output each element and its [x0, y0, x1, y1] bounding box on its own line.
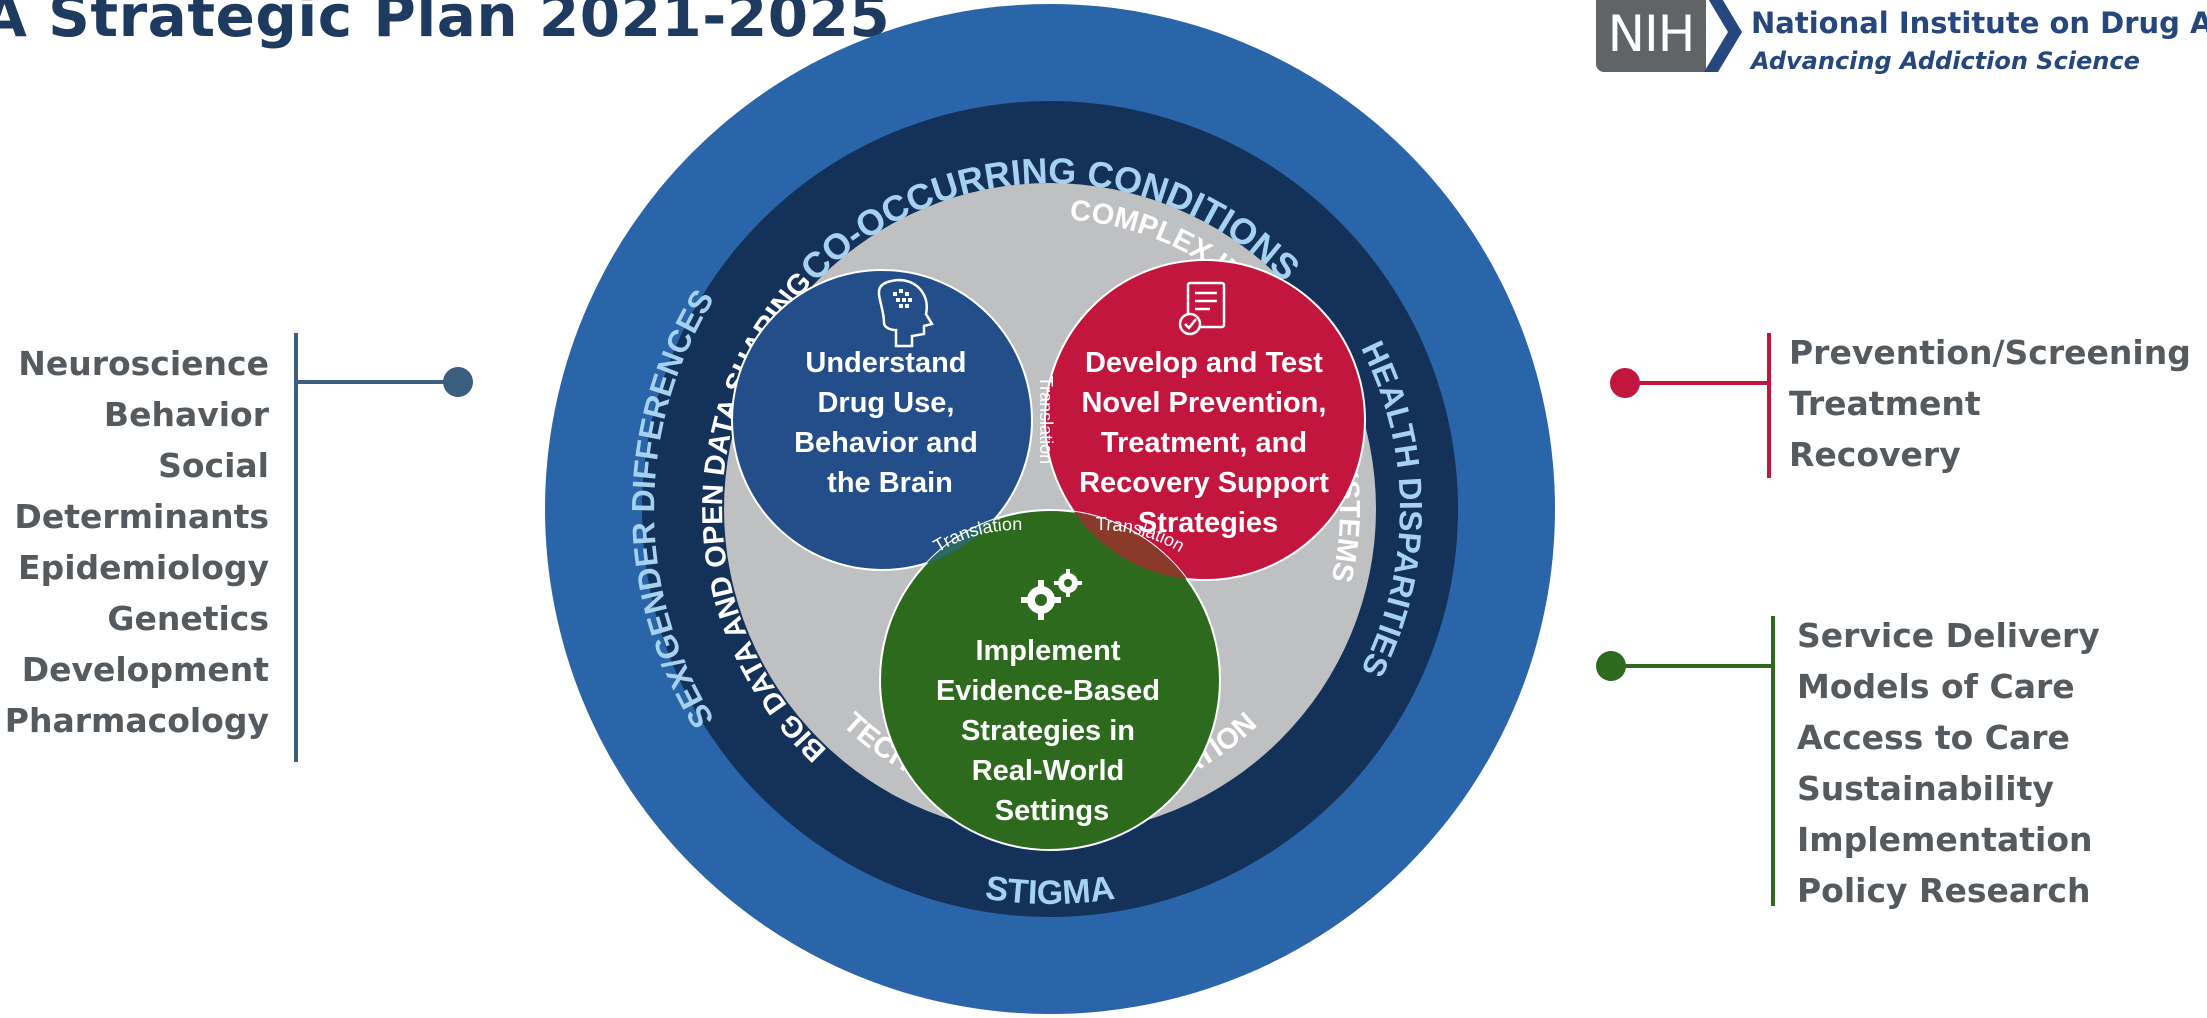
- list-item: Determinants: [14, 497, 269, 536]
- gears-icon: [1021, 569, 1082, 620]
- develop-circle-label: Develop and Test Novel Prevention, Treat…: [1079, 347, 1337, 539]
- understand-circle: [731, 269, 1033, 571]
- nida-logo: NIH National Institute on Drug Abuse Adv…: [1596, 0, 2207, 80]
- list-item: Behavior: [103, 395, 269, 434]
- list-item: Prevention/Screening: [1789, 333, 2191, 372]
- clipboard-check-icon: [1178, 281, 1226, 336]
- right-top-list: Prevention/Screening Treatment Recovery: [1789, 327, 2191, 480]
- left-list: Neuroscience Behavior Social Determinant…: [5, 338, 269, 746]
- right-top-connector: [1610, 333, 1771, 478]
- develop-circle: [1044, 259, 1366, 581]
- list-item: Treatment: [1789, 384, 1981, 423]
- logo-tagline: Advancing Addiction Science: [1751, 47, 2140, 75]
- list-item: Social: [158, 446, 269, 485]
- list-item: Access to Care: [1797, 718, 2070, 757]
- right-bottom-connector: [1596, 616, 1775, 906]
- left-connector: [294, 333, 473, 762]
- list-item: Genetics: [107, 599, 269, 638]
- page-title: A Strategic Plan 2021-2025: [0, 0, 891, 50]
- list-item: Policy Research: [1797, 871, 2091, 910]
- right-bottom-list: Service Delivery Models of Care Access t…: [1797, 610, 2100, 916]
- list-item: Pharmacology: [4, 701, 269, 740]
- list-item: Epidemiology: [18, 548, 269, 587]
- logo-institute-name: National Institute on Drug Abuse: [1751, 6, 2207, 40]
- brain-head-icon: [877, 278, 934, 348]
- translation-label: Translation: [1036, 376, 1056, 464]
- outer-ring-bottom-label: STIGMA: [983, 869, 1117, 912]
- implement-circle-label: Implement Evidence-Based Strategies in R…: [936, 635, 1168, 827]
- chevron-right-icon: [1704, 0, 1742, 72]
- list-item: Implementation: [1797, 820, 2093, 859]
- list-item: Recovery: [1789, 435, 1961, 474]
- list-item: Development: [21, 650, 269, 689]
- list-item: Neuroscience: [18, 344, 269, 383]
- understand-circle-label: Understand Drug Use, Behavior and the Br…: [794, 347, 986, 499]
- implement-circle: [879, 509, 1221, 851]
- list-item: Service Delivery: [1797, 616, 2100, 655]
- list-item: Sustainability: [1797, 769, 2054, 808]
- nih-badge: NIH: [1596, 0, 1706, 72]
- list-item: Models of Care: [1797, 667, 2075, 706]
